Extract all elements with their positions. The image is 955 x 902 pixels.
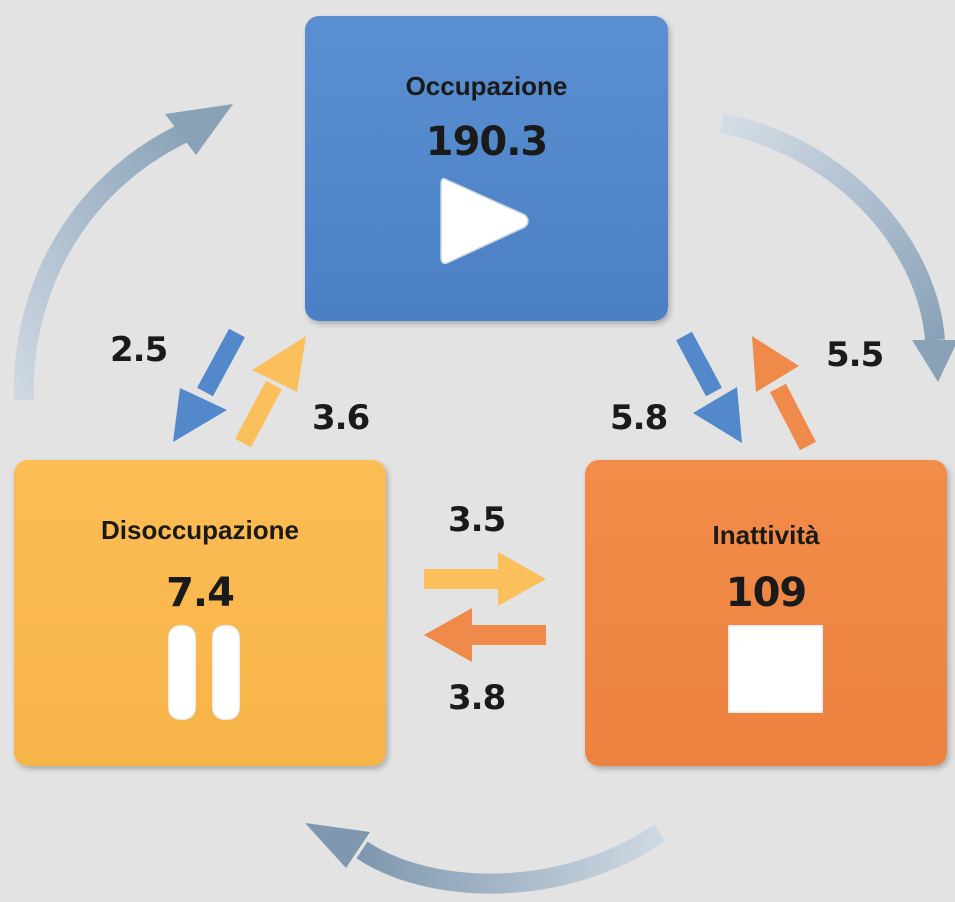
flow-label-inattivita-to-disoccupazione: 3.8: [448, 678, 506, 718]
flow-label-disoccupazione-to-occupazione: 3.6: [312, 398, 370, 438]
inattivita-box: Inattività 109: [585, 460, 947, 766]
flow-label-disoccupazione-to-inattivita: 3.5: [448, 500, 506, 540]
flow-label-occupazione-to-inattivita: 5.8: [610, 398, 668, 438]
flow-label-occupazione-to-disoccupazione: 2.5: [110, 330, 168, 370]
pause-icon: [164, 625, 244, 720]
inattivita-value: 109: [725, 570, 808, 616]
occupazione-box: Occupazione 190.3: [305, 16, 668, 321]
arrow-occupazione-to-disoccupazione: [173, 328, 245, 442]
inattivita-title: Inattività: [712, 520, 820, 550]
disoccupazione-box: Disoccupazione 7.4: [14, 460, 386, 766]
disoccupazione-value: 7.4: [166, 570, 235, 616]
cycle-arrow-left: [13, 104, 233, 401]
occupazione-value: 190.3: [425, 119, 549, 165]
arrow-occupazione-to-inattivita: [676, 331, 742, 443]
arrow-inattivita-to-disoccupazione: [424, 608, 546, 662]
occupazione-title: Occupazione: [405, 71, 568, 101]
disoccupazione-title: Disoccupazione: [101, 515, 299, 545]
cycle-arrow-right: [719, 113, 955, 382]
play-icon: [440, 177, 529, 265]
flow-label-inattivita-to-occupazione: 5.5: [826, 335, 884, 375]
arrow-disoccupazione-to-inattivita: [424, 552, 546, 606]
stop-icon: [728, 625, 823, 713]
cycle-arrow-bottom: [305, 823, 666, 894]
arrow-disoccupazione-to-occupazione: [235, 336, 306, 448]
arrow-inattivita-to-occupazione: [752, 336, 816, 451]
